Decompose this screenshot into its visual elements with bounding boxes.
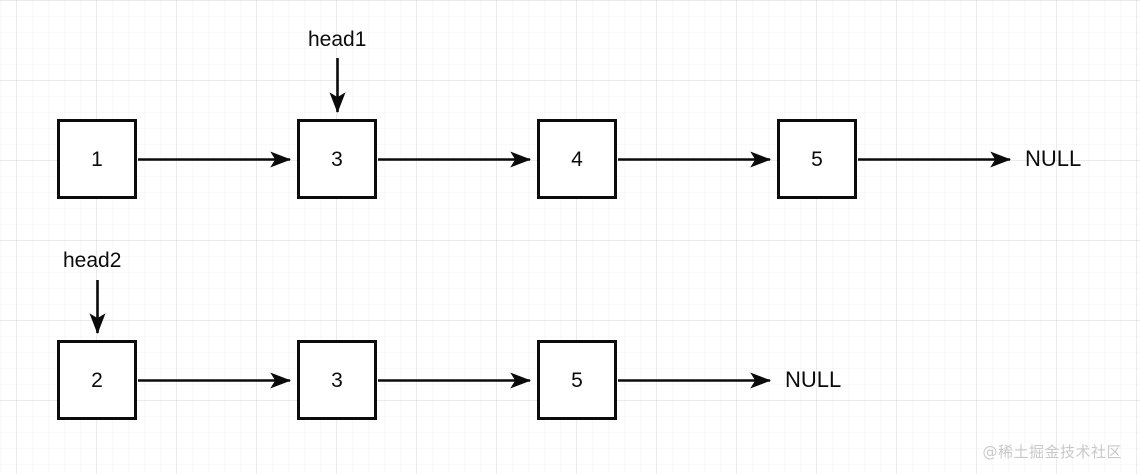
list1-node-4: 4 bbox=[537, 119, 617, 199]
list1-node-5: 5 bbox=[777, 119, 857, 199]
head1-label: head1 bbox=[308, 28, 367, 51]
list1-null-label: NULL bbox=[1025, 146, 1082, 171]
list2-node-3: 3 bbox=[297, 340, 377, 420]
list1-node-3: 3 bbox=[297, 119, 377, 199]
list2-node-5: 5 bbox=[537, 340, 617, 420]
watermark: @稀土掘金技术社区 bbox=[982, 443, 1122, 461]
list2-node-2: 2 bbox=[57, 340, 137, 420]
list2-null-label: NULL bbox=[785, 367, 842, 392]
head2-label: head2 bbox=[63, 249, 122, 272]
list1-node-1: 1 bbox=[57, 119, 137, 199]
